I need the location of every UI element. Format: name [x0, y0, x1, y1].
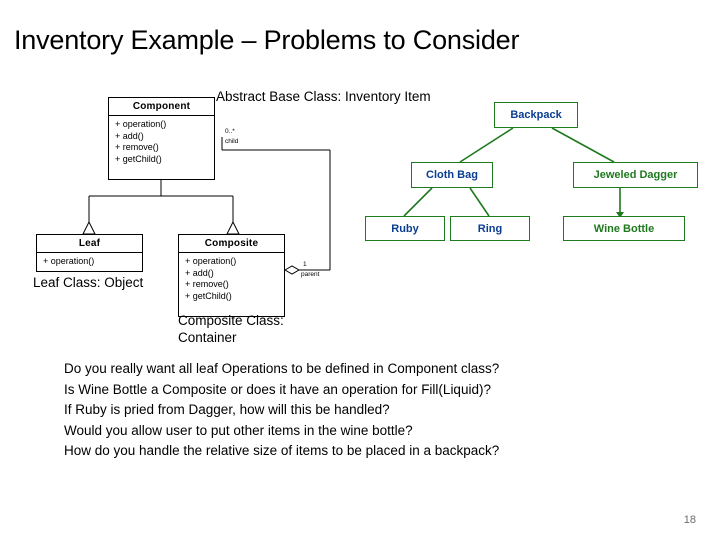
instance-box-cloth-bag[interactable]: Cloth Bag — [411, 162, 493, 188]
page-number: 18 — [683, 514, 696, 526]
annotation-component-text: Abstract Base Class: Inventory Item — [216, 89, 431, 104]
annotation-leaf: Leaf Class: Object — [33, 274, 213, 291]
svg-text:child: child — [225, 138, 239, 145]
instance-box-ring[interactable]: Ring — [450, 216, 530, 241]
uml-class-component-name: Component — [109, 98, 214, 116]
question-item: How do you handle the relative size of i… — [64, 443, 500, 458]
page-title: Inventory Example – Problems to Consider — [14, 25, 520, 55]
instance-label-ring: Ring — [477, 222, 503, 235]
svg-text:0..*: 0..* — [225, 128, 235, 135]
instance-box-wine-bottle[interactable]: Wine Bottle — [563, 216, 685, 241]
uml-class-leaf-name: Leaf — [37, 235, 142, 253]
instance-label-wine-bottle: Wine Bottle — [593, 222, 655, 235]
instance-label-jeweled-dagger: Jeweled Dagger — [593, 169, 678, 181]
uml-class-component-operations: + operation() + add() + remove() + getCh… — [115, 119, 167, 164]
uml-class-composite-operations: + operation() + add() + remove() + getCh… — [185, 256, 237, 301]
instance-label-ruby: Ruby — [391, 222, 419, 235]
instance-box-jeweled-dagger[interactable]: Jeweled Dagger — [573, 162, 698, 188]
instance-label-backpack: Backpack — [510, 109, 562, 121]
uml-class-leaf-operations: + operation() — [43, 256, 95, 266]
annotation-component: Abstract Base Class: Inventory Item — [216, 88, 456, 105]
uml-class-component: Component + operation() + add() + remove… — [108, 97, 215, 180]
question-item: Would you allow user to put other items … — [64, 422, 413, 438]
instance-box-backpack[interactable]: Backpack — [494, 102, 578, 128]
questions-block: Do you really want all leaf Operations t… — [64, 359, 499, 462]
uml-class-leaf: Leaf + operation() — [36, 234, 143, 272]
annotation-composite: Composite Class: Container — [178, 312, 318, 346]
question-item: Is Wine Bottle a Composite or does it ha… — [64, 381, 491, 397]
question-item: If Ruby is pried from Dagger, how will t… — [64, 402, 390, 417]
svg-text:1: 1 — [303, 261, 307, 268]
question-item: Do you really want all leaf Operations t… — [64, 361, 500, 376]
annotation-composite-text: Composite Class: Container — [178, 313, 284, 345]
uml-class-composite: Composite + operation() + add() + remove… — [178, 234, 285, 317]
uml-class-composite-name: Composite — [179, 235, 284, 253]
svg-text:parent: parent — [301, 271, 320, 278]
instance-box-ruby[interactable]: Ruby — [365, 216, 445, 241]
annotation-leaf-text: Leaf Class: Object — [33, 275, 144, 290]
instance-label-cloth-bag: Cloth Bag — [426, 169, 478, 181]
